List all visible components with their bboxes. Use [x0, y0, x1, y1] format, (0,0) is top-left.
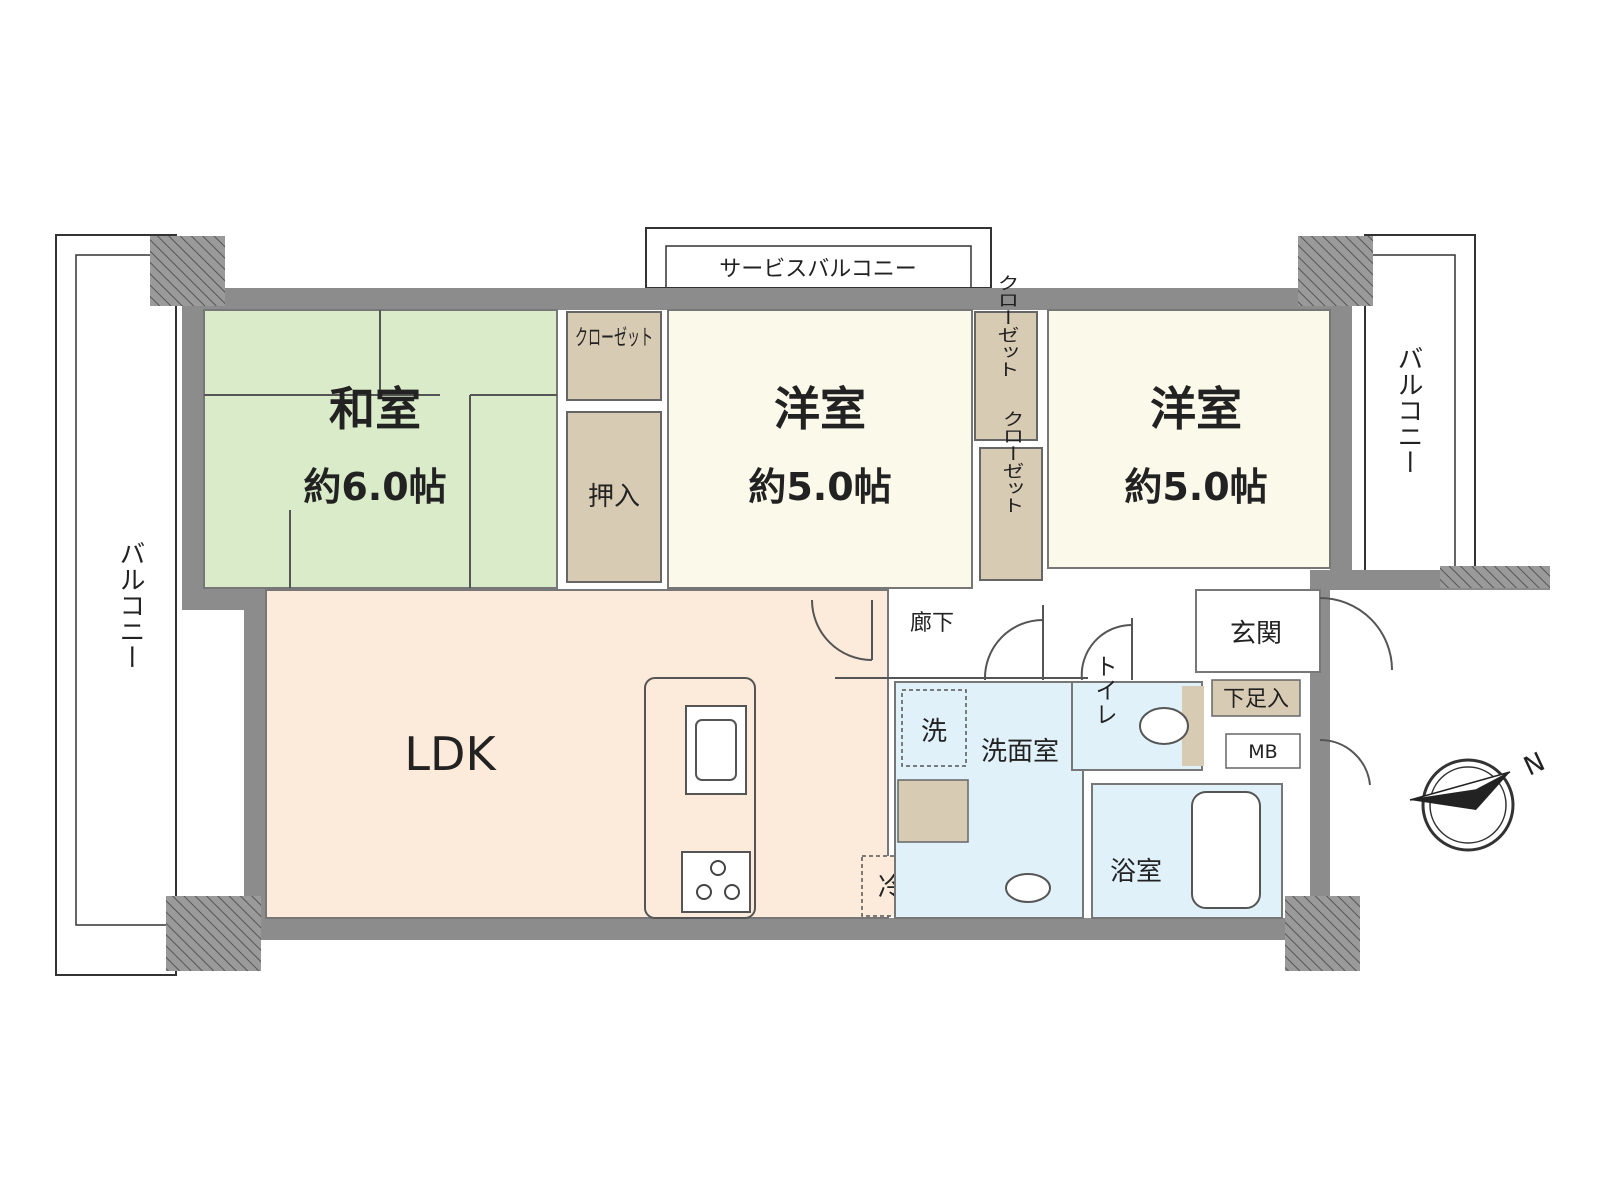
yokushitsu-label: 浴室 [1110, 857, 1162, 887]
youshitsu-center-name: 洋室 [774, 382, 866, 436]
senmenshitsu-label: 洗面室 [981, 737, 1059, 767]
shoe-box-label: 下足入 [1223, 687, 1289, 712]
balcony-left: バルコニー [55, 234, 177, 976]
stove-burner-icon [696, 884, 712, 900]
balcony-right: バルコニー [1364, 234, 1476, 576]
balcony-service-label: サービスバルコニー [719, 257, 917, 282]
closet-a: クローゼット [974, 274, 1038, 441]
toilet: トイレ [1071, 654, 1204, 771]
closet-left-label: クローゼット [575, 326, 653, 351]
youshitsu-right-size: 約5.0帖 [1124, 465, 1267, 509]
rouka: 廊下 [811, 599, 1133, 681]
closet-b-label: クローゼット [999, 410, 1024, 514]
balcony-right-label: バルコニー [1393, 345, 1423, 475]
yokushitsu: 浴室 [1091, 783, 1283, 919]
balcony-left-label: バルコニー [115, 540, 145, 670]
toilet-label: トイレ [1092, 654, 1117, 726]
genkan-label: 玄関 [1230, 619, 1282, 649]
shoe-box: 下足入 [1211, 679, 1301, 717]
stove-burner-icon [710, 860, 726, 876]
genkan: 玄関 [1195, 589, 1393, 673]
outer-walls [150, 236, 1550, 971]
oshiire-label: 押入 [588, 482, 640, 512]
balcony-service: サービスバルコニー [645, 227, 992, 289]
mb-label: MB [1248, 741, 1277, 763]
toilet-icon [1139, 707, 1189, 745]
oshiire: 押入 [566, 411, 662, 583]
mb: MB [1225, 733, 1371, 786]
bathtub-icon [1191, 791, 1261, 909]
senmenshitsu: 洗 洗面室 [894, 681, 1084, 919]
closet-b: クローゼット [979, 410, 1043, 581]
rouka-label: 廊下 [910, 611, 954, 636]
room-youshitsu-right: 洋室 約5.0帖 [1047, 309, 1331, 569]
room-washitsu: 和室 約6.0帖 [203, 309, 558, 589]
basin-icon [1005, 873, 1051, 903]
washitsu-name: 和室 [329, 382, 421, 436]
room-ldk: LDK [265, 589, 889, 919]
kitchen-counter [644, 677, 756, 919]
ldk-name: LDK [404, 727, 497, 781]
washitsu-size: 約6.0帖 [303, 465, 446, 509]
compass-icon: N [1409, 747, 1550, 852]
washer-label: 洗 [921, 717, 947, 747]
closet-a-label: クローゼット [994, 274, 1019, 378]
stove-burner-icon [724, 884, 740, 900]
youshitsu-right-name: 洋室 [1150, 382, 1242, 436]
youshitsu-center-size: 約5.0帖 [748, 465, 891, 509]
room-youshitsu-center: 洋室 約5.0帖 [667, 309, 973, 589]
north-label: N [1519, 747, 1549, 782]
closet-left: クローゼット [566, 311, 662, 401]
